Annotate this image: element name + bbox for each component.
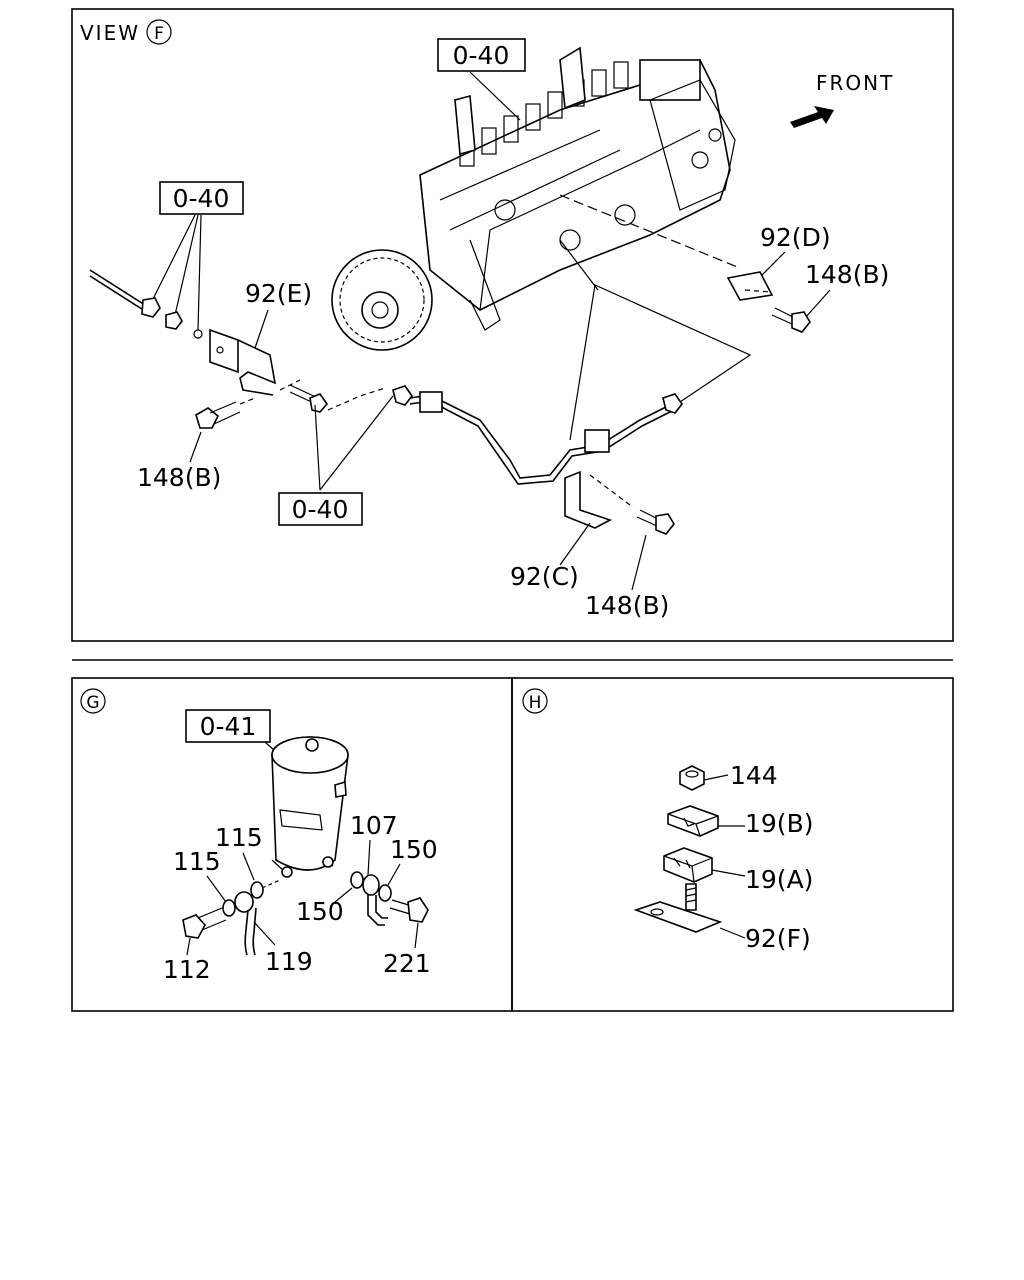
- center-line: [559, 194, 741, 269]
- panel-view-f: VIEW F FRONT: [71, 8, 954, 642]
- panel-h-letter-circle: [522, 688, 548, 714]
- washer-150-b: [350, 871, 364, 889]
- ref-box-filter: [185, 709, 271, 743]
- label-112: 112: [163, 955, 211, 984]
- clip-19b: [667, 805, 719, 837]
- ref-pipe-bottom: 0-40: [292, 495, 349, 524]
- hose-119: [234, 891, 257, 956]
- label-144: 144: [730, 761, 778, 790]
- ref-pump: 0-40: [453, 41, 510, 70]
- panel-g-letter-circle: [80, 688, 106, 714]
- clip: [193, 329, 203, 339]
- clip-19a: [663, 847, 713, 883]
- bracket-92c: [564, 470, 613, 529]
- panel-h-letter: H: [529, 693, 542, 713]
- bolt-148b-right: [771, 307, 811, 333]
- label-92c: 92(C): [510, 562, 579, 591]
- injection-pump: [331, 46, 736, 351]
- view-letter: F: [154, 24, 164, 44]
- front-label: FRONT: [816, 71, 894, 95]
- ref-pipe-top: 0-40: [173, 184, 230, 213]
- pipe-nut: [141, 297, 161, 318]
- ref-box-pipe-top: [159, 181, 244, 215]
- view-letter-circle: [146, 19, 172, 45]
- label-19b: 19(B): [745, 809, 813, 838]
- pipe-clip-right: [584, 429, 610, 453]
- label-107: 107: [350, 811, 398, 840]
- nut-144: [679, 765, 705, 791]
- label-119: 119: [265, 947, 313, 976]
- panel-h: H 144 19(B) 19(A): [511, 677, 954, 1012]
- label-92e: 92(E): [245, 279, 312, 308]
- panel-g-letter: G: [86, 693, 99, 713]
- bolt-221: [389, 897, 429, 923]
- label-148b-right: 148(B): [805, 260, 889, 289]
- label-115-a: 115: [215, 823, 263, 852]
- washer-150-a: [378, 884, 392, 902]
- fuel-filter: [271, 736, 349, 878]
- nut: [165, 311, 183, 330]
- bolt-148b-bottom: [636, 509, 675, 535]
- panel-f-frame: [71, 8, 954, 642]
- bolt-148b-left: [195, 397, 256, 429]
- washer-115-b: [222, 899, 236, 917]
- label-150-b: 150: [296, 897, 344, 926]
- label-92f: 92(F): [745, 924, 811, 953]
- ref-box-pump: [437, 38, 526, 72]
- ref-box-pipe-bottom: [278, 492, 363, 526]
- label-92d: 92(D): [760, 223, 831, 252]
- label-148b-bottom: 148(B): [585, 591, 669, 620]
- panel-h-frame: [511, 677, 954, 1012]
- washer-115-a: [250, 881, 264, 899]
- bolt-112: [182, 907, 227, 939]
- label-148b-left: 148(B): [137, 463, 221, 492]
- bracket-92e: [209, 328, 239, 374]
- label-115-b: 115: [173, 847, 221, 876]
- bracket-92f: [633, 883, 723, 933]
- label-221: 221: [383, 949, 431, 978]
- label-19a: 19(A): [745, 865, 813, 894]
- label-150-a: 150: [390, 835, 438, 864]
- pipe-107: [362, 874, 388, 926]
- view-label: VIEW: [80, 21, 140, 45]
- ref-filter: 0-41: [200, 712, 257, 741]
- front-arrow-icon: [790, 106, 834, 128]
- pipe-clip-left: [419, 391, 443, 413]
- bracket-92d: [726, 271, 774, 301]
- panel-g: G 0-41 115 115 119: [71, 677, 513, 1012]
